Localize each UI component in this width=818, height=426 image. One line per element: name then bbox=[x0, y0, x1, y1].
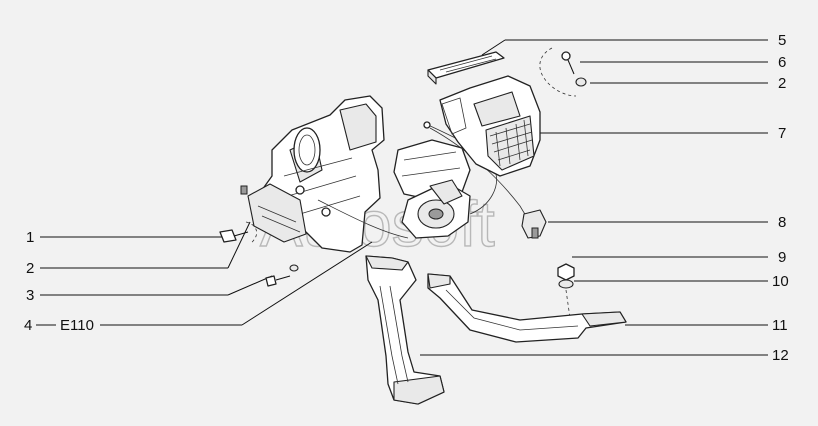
heater-unit-right bbox=[439, 75, 541, 177]
fasteners-9-10 bbox=[557, 263, 575, 319]
blower-assembly-center bbox=[393, 139, 471, 239]
air-duct-12 bbox=[365, 255, 445, 405]
callout-2-right: 2 bbox=[778, 75, 786, 92]
callout-7: 7 bbox=[778, 125, 786, 142]
callout-4-engine-code: E110 bbox=[60, 317, 94, 334]
callout-12: 12 bbox=[772, 347, 789, 364]
callout-11: 11 bbox=[772, 317, 788, 334]
air-duct-11 bbox=[427, 273, 627, 343]
callout-8: 8 bbox=[778, 214, 786, 231]
callout-labels: 1 2 3 4 E110 5 6 2 7 8 9 10 11 12 bbox=[24, 32, 789, 364]
leader-lines-left bbox=[36, 221, 373, 326]
heater-housing-left bbox=[240, 95, 385, 253]
cabin-filter bbox=[427, 51, 505, 85]
callout-3: 3 bbox=[26, 287, 34, 304]
callout-1: 1 bbox=[26, 229, 34, 246]
fasteners-left bbox=[219, 221, 299, 287]
callout-6: 6 bbox=[778, 54, 786, 71]
leader-lines-right bbox=[420, 39, 768, 356]
callout-10: 10 bbox=[772, 273, 789, 290]
callout-5: 5 bbox=[778, 32, 786, 49]
fasteners-top-right bbox=[539, 47, 587, 97]
callout-9: 9 bbox=[778, 249, 786, 266]
callout-4: 4 bbox=[24, 317, 32, 334]
callout-2-left: 2 bbox=[26, 260, 34, 277]
actuator-8 bbox=[521, 209, 547, 239]
